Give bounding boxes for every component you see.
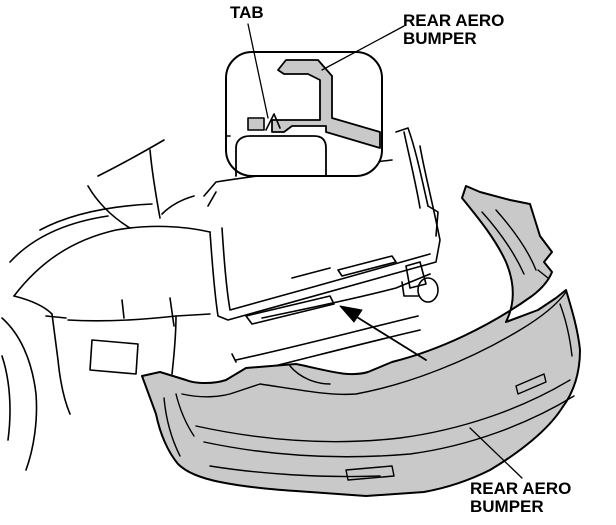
tab-label: TAB	[230, 3, 264, 22]
car-body-outline	[1, 127, 441, 471]
tab-leader-line	[247, 23, 269, 119]
bottom-bumper-leader-line	[469, 427, 523, 479]
detail-inset	[225, 51, 383, 177]
install-direction-arrow	[339, 305, 427, 361]
rear-aero-bumper	[141, 185, 581, 497]
rear-aero-bumper-label-top: REAR AERO BUMPER	[403, 12, 504, 48]
rear-aero-bumper-label-bottom: REAR AERO BUMPER	[470, 480, 571, 516]
top-bumper-leader-line	[321, 25, 405, 71]
leader-lines	[247, 23, 523, 479]
rear-aero-bumper-label-top-line1: REAR AERO	[403, 11, 505, 30]
rear-aero-bumper-label-top-line2: BUMPER	[403, 29, 477, 48]
rear-aero-bumper-label-bottom-line1: REAR AERO	[470, 479, 572, 498]
rear-aero-bumper-label-bottom-line2: BUMPER	[470, 497, 544, 516]
